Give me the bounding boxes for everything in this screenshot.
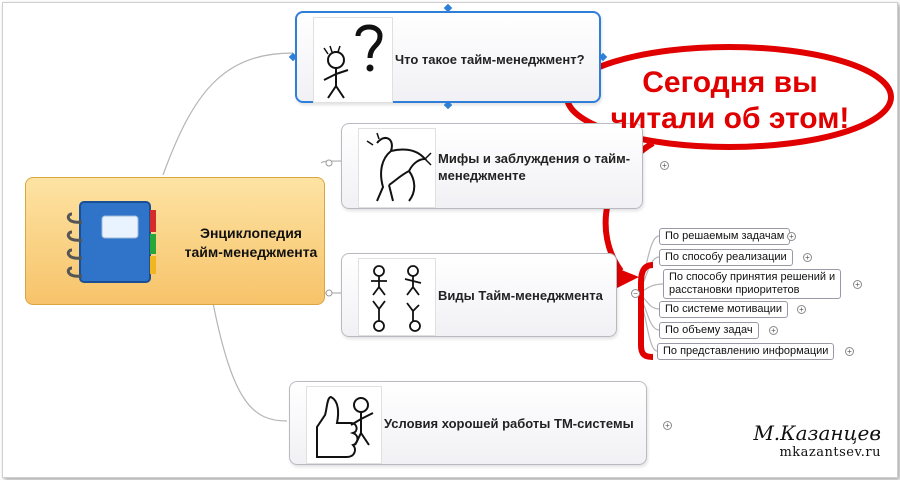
expand-button-branch2[interactable]: + [660,161,669,170]
dragon-icon [366,132,432,202]
root-node[interactable]: Энциклопедия тайм-менеджмента [25,177,325,305]
notebook-icon [66,201,156,283]
branch2-label-line2: менеджменте [438,168,526,183]
signature-name: М.Казанцев [753,421,881,445]
branch2-label-line1: Мифы и заблуждения о тайм- [438,151,631,166]
expand-button-sub5[interactable]: + [769,326,778,335]
branch1-label: Что такое тайм-менеджмент? [395,52,585,67]
branch4-label: Условия хорошей работы ТМ-системы [384,416,634,431]
branch3-label: Виды Тайм-менеджмента [438,288,603,303]
link-root-branch4 [212,302,288,422]
branch1-picture [313,17,393,103]
expand-button-branch4[interactable]: + [663,421,672,430]
expand-button-sub1[interactable]: + [787,232,796,241]
subtopic-implementation[interactable]: По способу реализации [659,249,793,266]
stick-figures-icon [371,265,422,332]
root-label-line2: тайм-менеджмента [184,244,318,260]
branch2-label: Мифы и заблуждения о тайм- менеджменте [438,150,630,184]
subtopic-motivation[interactable]: По системе мотивации [659,301,789,318]
root-label: Энциклопедия тайм-менеджмента [176,224,326,262]
branch3-picture [358,258,436,336]
collapse-dot-branch2 [325,159,333,167]
subtopic-tasks[interactable]: По решаемым задачам [659,228,791,245]
branch-node-types[interactable]: Виды Тайм-менеджмента [341,253,617,337]
expand-button-sub3[interactable]: + [853,280,862,289]
thumbs-up-icon [316,395,374,458]
callout-line1: Сегодня вы [642,66,818,99]
collapse-dot-branch3 [325,289,333,297]
expand-button-sub2[interactable]: + [803,253,812,262]
callout-bracket [638,262,654,360]
branch-node-conditions[interactable]: Условия хорошей работы ТМ-системы [289,381,647,465]
subtopic-task-volume[interactable]: По объему задач [659,322,759,339]
subtopic-decision-line2: расстановки приоритетов [669,284,800,296]
expand-button-sub4[interactable]: + [797,305,806,314]
subtopic-decision-making[interactable]: По способу принятия решений и расстановк… [663,269,842,299]
callout-line2: читали об этом! [610,102,850,135]
signature-site: mkazantsev.ru [779,445,881,460]
link-root-branch1 [162,52,294,176]
author-signature: М.Казанцев mkazantsev.ru [751,421,881,461]
callout-text: Сегодня вы читали об этом! [569,65,891,137]
branch4-picture [306,386,382,464]
subtopic-decision-line1: По способу принятия решений и [669,271,836,283]
branch2-picture [358,128,436,208]
expand-button-sub6[interactable]: + [845,347,854,356]
branch-node-what-is-tm[interactable]: Что такое тайм-менеджмент? [295,11,601,103]
subtopic-info-presentation[interactable]: По представлению информации [657,343,835,360]
root-label-line1: Энциклопедия [200,225,302,241]
question-man-icon [323,24,383,99]
collapse-button-branch3[interactable]: − [631,289,640,298]
branch-node-myths[interactable]: Мифы и заблуждения о тайм- менеджменте [341,123,643,209]
